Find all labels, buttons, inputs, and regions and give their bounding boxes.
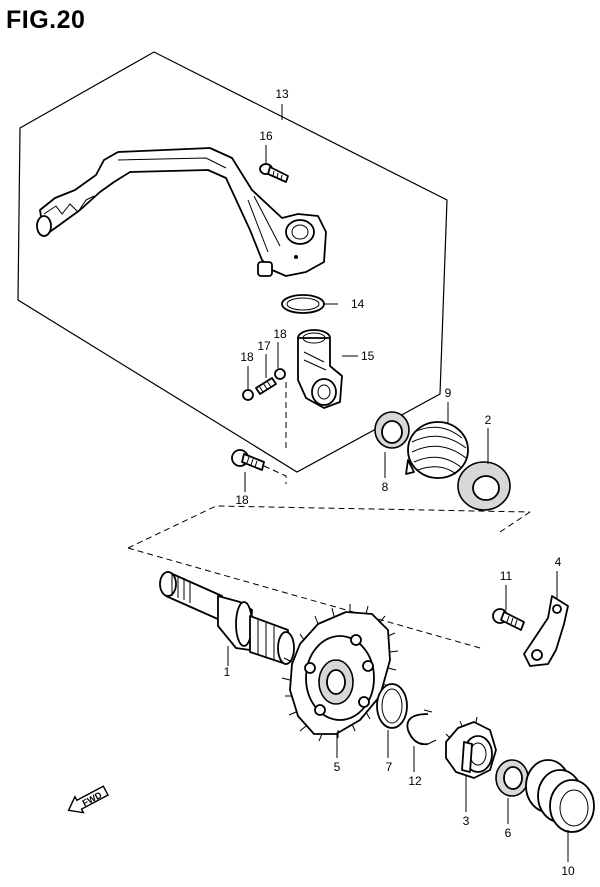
part-label-5: 5 [334,760,341,774]
ball-18b [274,368,286,380]
part-label-11: 11 [500,569,513,583]
part-label-8: 8 [382,480,389,494]
part-label-13: 13 [275,87,289,101]
kick-driven-gear-3 [445,716,497,779]
part-label-18-upper: 18 [273,327,287,341]
circlip-12 [406,709,437,746]
part-label-16: 16 [259,129,273,143]
kick-lever-13 [36,147,327,277]
bolt-11 [492,608,525,631]
part-label-7: 7 [386,760,393,774]
part-label-2: 2 [485,413,492,427]
part-label-3: 3 [463,814,470,828]
part-label-4: 4 [555,555,562,569]
kick-shaft-1 [159,571,295,665]
oil-seal-8 [374,411,410,449]
ball-18a [242,389,254,401]
spring-17 [255,377,277,395]
kick-gear-5 [281,604,399,742]
part-label-17: 17 [257,339,271,353]
washer-7 [376,683,408,729]
washer-2 [457,461,511,511]
part-label-9: 9 [445,386,452,400]
part-label-15: 15 [361,349,375,363]
part-label-1: 1 [224,665,231,679]
forward-arrow-icon: FWD [67,785,109,814]
spring-10 [525,759,595,833]
kick-spring-9 [405,421,469,479]
part-label-19: 18 [235,493,249,507]
kick-boss-15 [297,329,343,409]
figure-title: FIG.20 [6,6,86,34]
part-label-12: 12 [408,774,422,788]
part-label-18-lower: 18 [240,350,254,364]
shaft-group-frame [127,505,531,549]
leader-lines [227,104,569,862]
bolt-16 [259,163,289,183]
bolt-19 [231,449,265,471]
part-label-10: 10 [561,864,575,878]
stopper-plate-4 [523,595,569,667]
assembly-outline-13 [17,51,448,473]
part-label-6: 6 [505,826,512,840]
part-label-14: 14 [351,297,365,311]
